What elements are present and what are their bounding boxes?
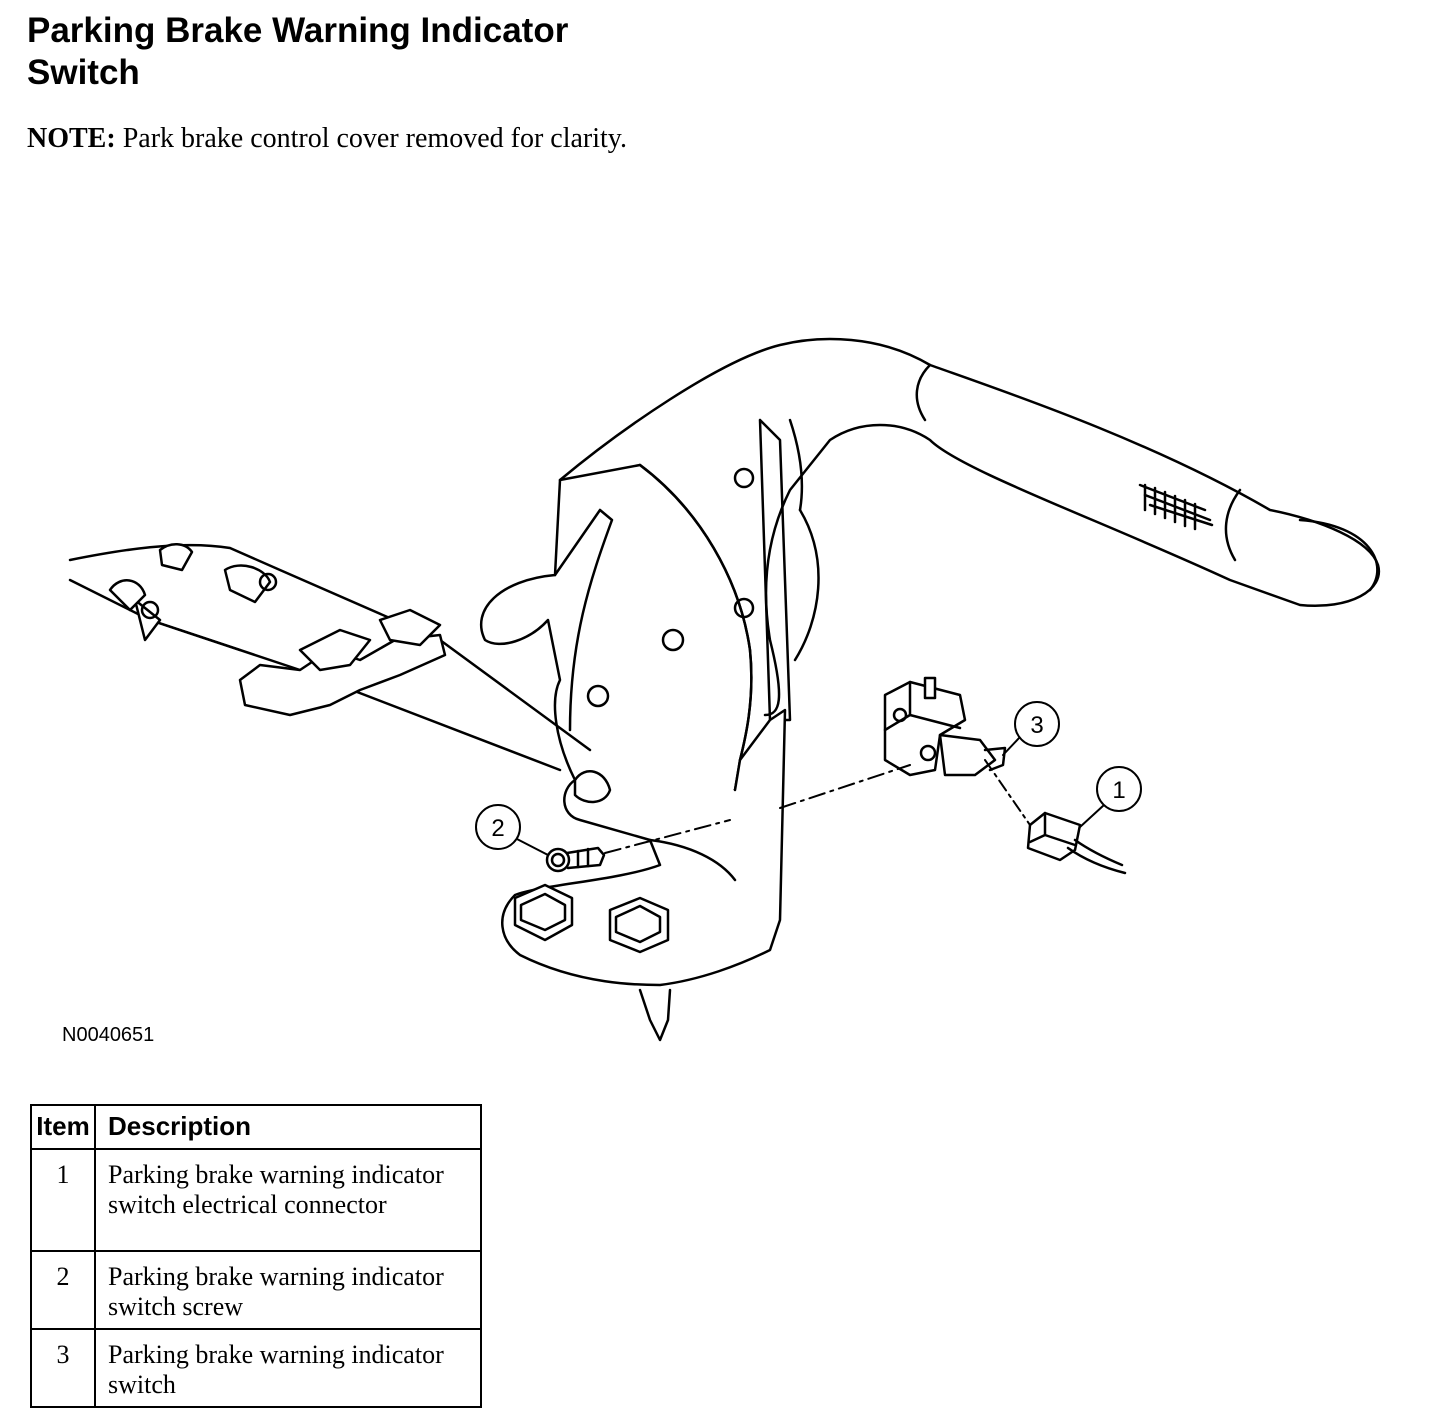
brake-cable-assembly [68,543,612,804]
callout-2-label: 2 [491,815,504,842]
note-text: Park brake control cover removed for cla… [115,123,627,154]
header-item: Item [30,1104,96,1150]
page-title: Parking Brake Warning Indicator Switch [27,10,727,94]
item-number: 2 [30,1250,96,1330]
parking-brake-illustration: 1 2 3 [0,320,1456,1060]
callout-1: 1 [1096,766,1142,812]
item-number: 3 [30,1328,96,1408]
callout-1-label: 1 [1112,777,1125,804]
note: NOTE: Park brake control cover removed f… [27,122,627,156]
note-label: NOTE: [27,123,116,154]
table-row: 2 Parking brake warning indicator switch… [30,1250,482,1330]
item-number: 1 [30,1148,96,1252]
item-description: Parking brake warning indicator switch [94,1328,482,1408]
header-description: Description [94,1104,482,1150]
table-row: 3 Parking brake warning indicator switch [30,1328,482,1408]
callout-3-label: 3 [1030,712,1043,739]
switch-screw [545,846,606,873]
table-row: 1 Parking brake warning indicator switch… [30,1148,482,1252]
page-title-line-2: Switch [27,53,140,92]
legend-header-row: Item Description [30,1104,482,1150]
warning-indicator-switch [883,676,1007,777]
item-description: Parking brake warning indicator switch s… [94,1250,482,1330]
callout-2: 2 [475,804,521,850]
callout-3: 3 [1014,701,1060,747]
page-title-line-1: Parking Brake Warning Indicator [27,11,569,50]
item-description: Parking brake warning indicator switch e… [94,1148,482,1252]
legend-table: Item Description 1 Parking brake warning… [30,1104,482,1408]
switch-electrical-connector [1026,811,1127,875]
figure-id: N0040651 [62,1024,155,1046]
mounting-bracket [501,708,787,1042]
